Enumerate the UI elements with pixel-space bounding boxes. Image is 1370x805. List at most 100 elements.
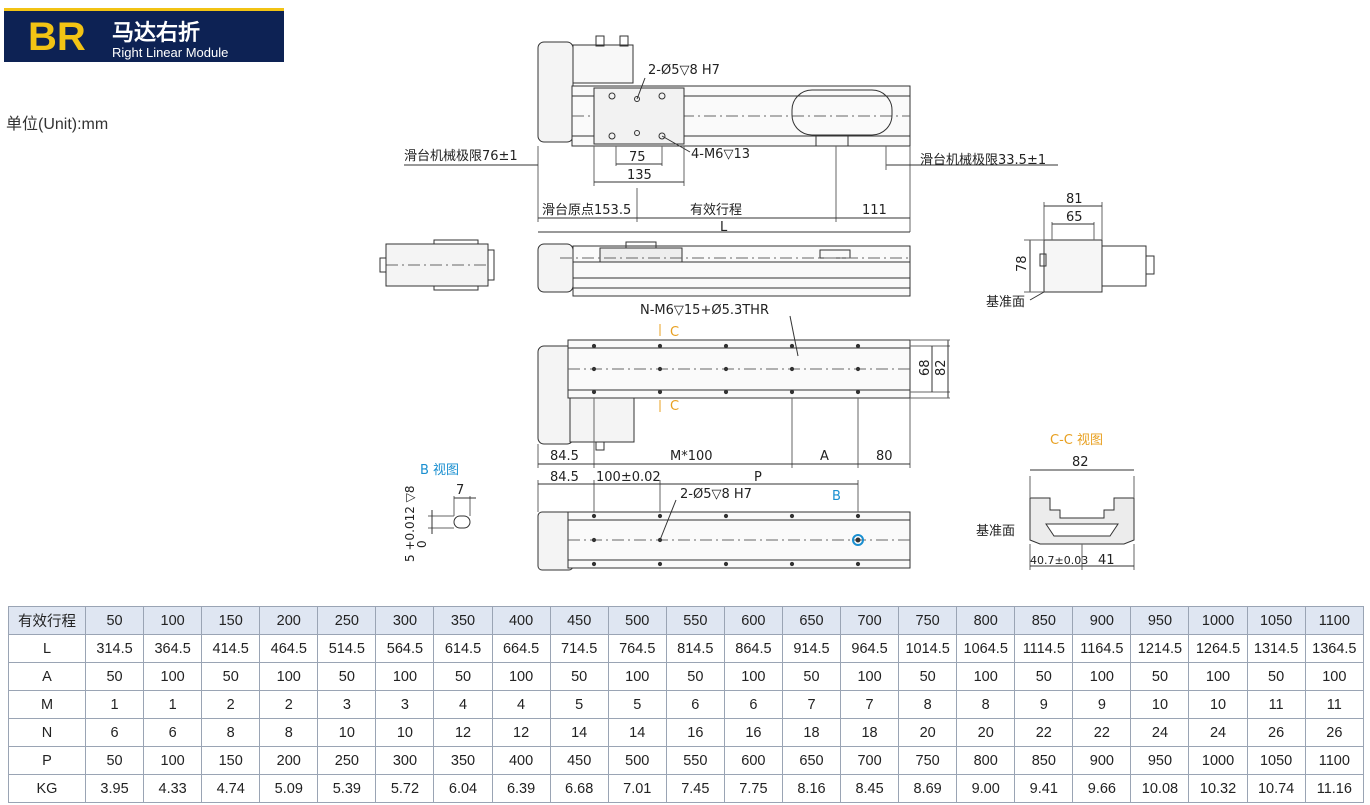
end-dim-78: 78 [1015, 255, 1030, 272]
table-cell: 1050 [1246, 746, 1306, 775]
dim-111: 111 [862, 203, 887, 218]
table-cell: 9.41 [1014, 774, 1074, 803]
table-cell: 1100 [1304, 746, 1365, 775]
table-cell: 4 [491, 690, 551, 719]
table-cell: 100 [607, 662, 667, 691]
table-cell: 300 [375, 606, 435, 635]
table-cell: 50 [781, 662, 842, 691]
table-cell: 850 [1014, 606, 1074, 635]
table-cell: 700 [840, 746, 900, 775]
table-cell: 100 [143, 606, 203, 635]
bottom-dim-84-5: 84.5 [550, 449, 579, 464]
table-cell: 7.75 [723, 774, 783, 803]
table-cell: 614.5 [433, 634, 493, 663]
detail-b [428, 496, 476, 534]
table-cell: 750 [898, 746, 958, 775]
section-dim-41: 41 [1098, 553, 1115, 568]
detail-b-tolerance: 5 +0.012 ▽8 [403, 485, 417, 562]
table-cell: 100 [723, 662, 783, 691]
table-cell: 50 [84, 606, 145, 635]
table-cell: 4.74 [201, 774, 261, 803]
table-cell: 500 [607, 746, 667, 775]
table-cell: 10.08 [1130, 774, 1190, 803]
table-cell: 12 [433, 718, 493, 747]
table-cell: 24 [1130, 718, 1190, 747]
table-cell: 10.32 [1188, 774, 1248, 803]
table-cell: 22 [1014, 718, 1074, 747]
table-cell: 500 [607, 606, 667, 635]
dim-82: 82 [934, 359, 949, 376]
table-cell: 1 [84, 690, 145, 719]
title-en: Right Linear Module [112, 45, 229, 60]
row-label: 有效行程 [8, 606, 86, 635]
table-cell: 2 [201, 690, 261, 719]
table-cell: 9 [1014, 690, 1074, 719]
table-cell: 700 [840, 606, 900, 635]
table-cell: 100 [143, 746, 203, 775]
table-cell: 250 [317, 606, 377, 635]
table-cell: 50 [84, 662, 145, 691]
table-cell: 1314.5 [1246, 634, 1306, 663]
table-cell: 10 [1130, 690, 1190, 719]
table-cell: 1000 [1188, 606, 1248, 635]
origin-label: 滑台原点153.5 [542, 203, 631, 218]
table-cell: 8 [201, 718, 261, 747]
table-cell: 100 [1304, 662, 1365, 691]
limit-right: 滑台机械极限33.5±1 [920, 153, 1046, 168]
table-cell: 900 [1072, 746, 1132, 775]
table-cell: 100 [1072, 662, 1132, 691]
dim-m100: M*100 [670, 449, 713, 464]
table-cell: 350 [433, 606, 493, 635]
table-cell: 24 [1188, 718, 1248, 747]
table-cell: 914.5 [781, 634, 842, 663]
row-label: A [8, 662, 86, 691]
table-cell: 950 [1130, 606, 1190, 635]
table-cell: 7.01 [607, 774, 667, 803]
top-thread-note: 4-M6▽13 [691, 147, 750, 162]
table-cell: 3 [375, 690, 435, 719]
table-cell: 9.00 [956, 774, 1016, 803]
end-dim-65: 65 [1066, 210, 1083, 225]
table-cell: 714.5 [549, 634, 609, 663]
base-hole-note: 2-Ø5▽8 H7 [680, 487, 752, 502]
table-cell: 16 [665, 718, 725, 747]
table-cell: 18 [840, 718, 900, 747]
table-cell: 50 [84, 746, 145, 775]
table-cell: 10.74 [1246, 774, 1306, 803]
table-cell: 7 [781, 690, 842, 719]
row-label: N [8, 718, 86, 747]
section-cc [1029, 469, 1135, 570]
table-cell: 350 [433, 746, 493, 775]
table-cell: 5 [549, 690, 609, 719]
table-cell: 50 [665, 662, 725, 691]
table-cell: 6.68 [549, 774, 609, 803]
table-cell: 11.16 [1304, 774, 1365, 803]
right-end-view [1024, 202, 1155, 301]
top-hole-note: 2-Ø5▽8 H7 [648, 63, 720, 78]
table-cell: 650 [781, 746, 842, 775]
table-cell: 14 [607, 718, 667, 747]
mount-note: N-M6▽15+Ø5.3THR [640, 303, 769, 318]
table-cell: 7 [840, 690, 900, 719]
table-cell: 1114.5 [1014, 634, 1074, 663]
table-cell: 5.39 [317, 774, 377, 803]
table-cell: 200 [259, 746, 319, 775]
row-label: P [8, 746, 86, 775]
table-cell: 6 [723, 690, 783, 719]
dim-L: L [720, 220, 728, 235]
table-cell: 250 [317, 746, 377, 775]
table-cell: 100 [259, 662, 319, 691]
table-cell: 364.5 [143, 634, 203, 663]
table-cell: 100 [840, 662, 900, 691]
table-cell: 50 [1246, 662, 1306, 691]
table-cell: 50 [201, 662, 261, 691]
detail-b-tolerance-low: 0 [415, 540, 429, 548]
technical-drawing: 2-Ø5▽8 H7 75 135 4-M6▽13 滑台机械极限76±1 滑台机械… [379, 35, 1155, 571]
table-cell: 764.5 [607, 634, 667, 663]
table-cell: 50 [317, 662, 377, 691]
table-cell: 6 [665, 690, 725, 719]
table-cell: 550 [665, 746, 725, 775]
